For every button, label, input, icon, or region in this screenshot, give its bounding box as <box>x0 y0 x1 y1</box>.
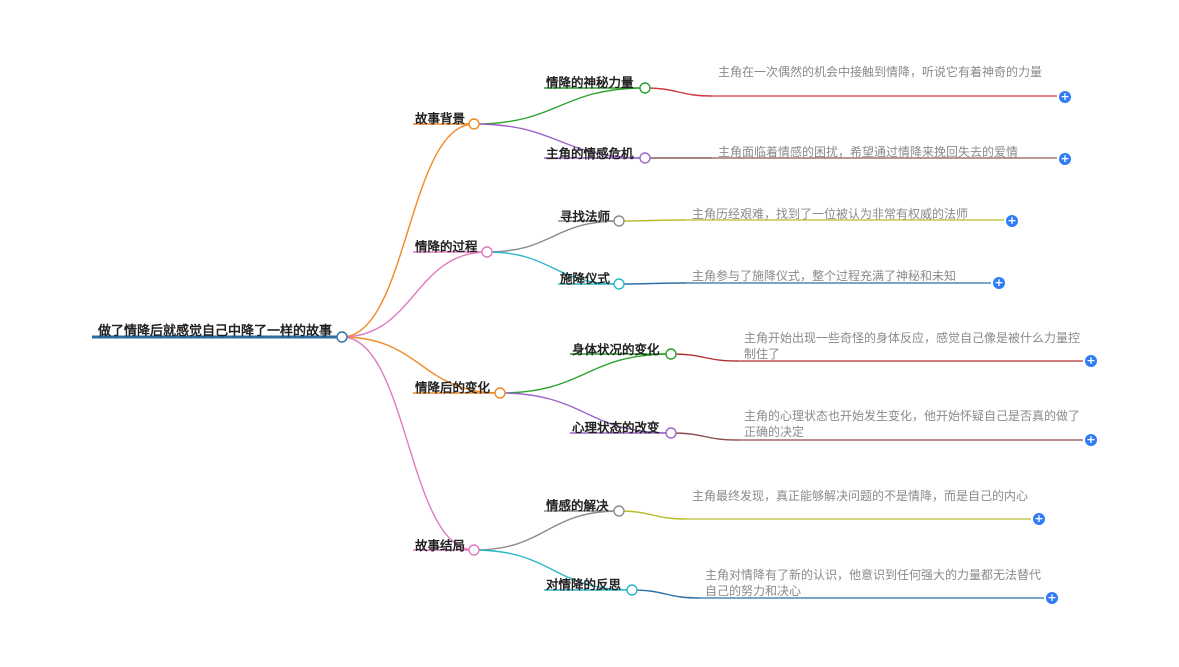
branch-label-1: 故事背景 <box>415 111 466 126</box>
child-connector-2-2 <box>486 251 620 285</box>
leaf-connector-4-1 <box>618 510 687 520</box>
branch-connector-4 <box>341 336 475 551</box>
branch-connector-2 <box>341 251 488 338</box>
child-node-circle-1-1 <box>639 82 651 94</box>
child-label-3-2: 心理状态的改变 <box>572 420 660 435</box>
expand-button-2-2[interactable]: + <box>993 276 1005 289</box>
child-connector-1-2 <box>473 123 646 159</box>
child-node-circle-4-2 <box>626 584 638 596</box>
child-node-circle-2-1 <box>613 215 625 227</box>
child-node-circle-3-2 <box>665 427 677 439</box>
child-label-4-2: 对情降的反思 <box>546 577 622 592</box>
child-node-circle-1-2 <box>639 152 651 164</box>
leaf-connector-4-2 <box>631 589 700 599</box>
expand-button-3-2[interactable]: + <box>1085 433 1097 446</box>
child-connector-1-1 <box>473 87 646 125</box>
leaf-connector-3-2 <box>670 432 739 441</box>
branch-label-3: 情降后的变化 <box>415 380 491 395</box>
leaf-text-3-1: 主角开始出现一些奇怪的身体反应，感觉自己像是被什么力量控制住了 <box>744 331 1081 361</box>
child-label-3-1: 身体状况的变化 <box>572 342 660 357</box>
branch-node-circle-3 <box>494 387 506 399</box>
leaf-text-4-2: 主角对情降有了新的认识，他意识到任何强大的力量都无法替代自己的努力和决心 <box>705 568 1042 598</box>
root-node-label: 做了情降后就感觉自己中降了一样的故事 <box>98 324 333 339</box>
branch-node-circle-1 <box>468 118 480 130</box>
expand-button-1-1[interactable]: + <box>1059 90 1071 103</box>
expand-button-2-1[interactable]: + <box>1006 214 1018 227</box>
child-label-1-1: 情降的神秘力量 <box>546 75 634 90</box>
child-connector-4-2 <box>473 549 633 591</box>
branch-node-circle-2 <box>481 246 493 258</box>
leaf-text-4-1: 主角最终发现，真正能够解决问题的不是情降，而是自己的内心 <box>692 489 1029 503</box>
leaf-connector-2-1 <box>618 219 687 222</box>
child-label-1-2: 主角的情感危机 <box>546 146 634 161</box>
expand-button-1-2[interactable]: + <box>1059 152 1071 165</box>
expand-button-3-1[interactable]: + <box>1085 354 1097 367</box>
leaf-text-1-2: 主角面临着情感的困扰，希望通过情降来挽回失去的爱情 <box>718 145 1019 159</box>
child-label-4-1: 情感的解决 <box>546 498 609 513</box>
branch-label-2: 情降的过程 <box>415 239 478 254</box>
child-connector-4-1 <box>473 510 620 551</box>
leaf-text-3-2: 主角的心理状态也开始发生变化，他开始怀疑自己是否真的做了正确的决定 <box>744 409 1081 439</box>
child-node-circle-3-1 <box>665 348 677 360</box>
leaf-text-2-2: 主角参与了施降仪式，整个过程充满了神秘和未知 <box>692 269 957 283</box>
child-label-2-1: 寻找法师 <box>560 209 611 224</box>
child-node-circle-4-1 <box>613 505 625 517</box>
leaf-connector-1-1 <box>644 87 713 97</box>
leaf-connector-2-2 <box>618 282 687 285</box>
branch-node-circle-4 <box>468 544 480 556</box>
child-label-2-2: 施降仪式 <box>560 271 611 286</box>
leaf-text-2-1: 主角历经艰难，找到了一位被认为非常有权威的法师 <box>692 207 969 221</box>
leaf-connector-3-1 <box>670 353 739 362</box>
child-connector-3-2 <box>499 392 672 434</box>
branch-connector-1 <box>341 123 475 338</box>
child-node-circle-2-2 <box>613 278 625 290</box>
leaf-text-1-1: 主角在一次偶然的机会中接触到情降，听说它有着神奇的力量 <box>718 65 1043 79</box>
child-connector-2-1 <box>486 220 620 253</box>
expand-button-4-1[interactable]: + <box>1033 512 1045 525</box>
branch-connector-3 <box>341 336 501 394</box>
root-node-circle <box>336 331 348 343</box>
child-connector-3-1 <box>499 353 672 394</box>
branch-label-4: 故事结局 <box>415 538 466 553</box>
expand-button-4-2[interactable]: + <box>1046 591 1058 604</box>
